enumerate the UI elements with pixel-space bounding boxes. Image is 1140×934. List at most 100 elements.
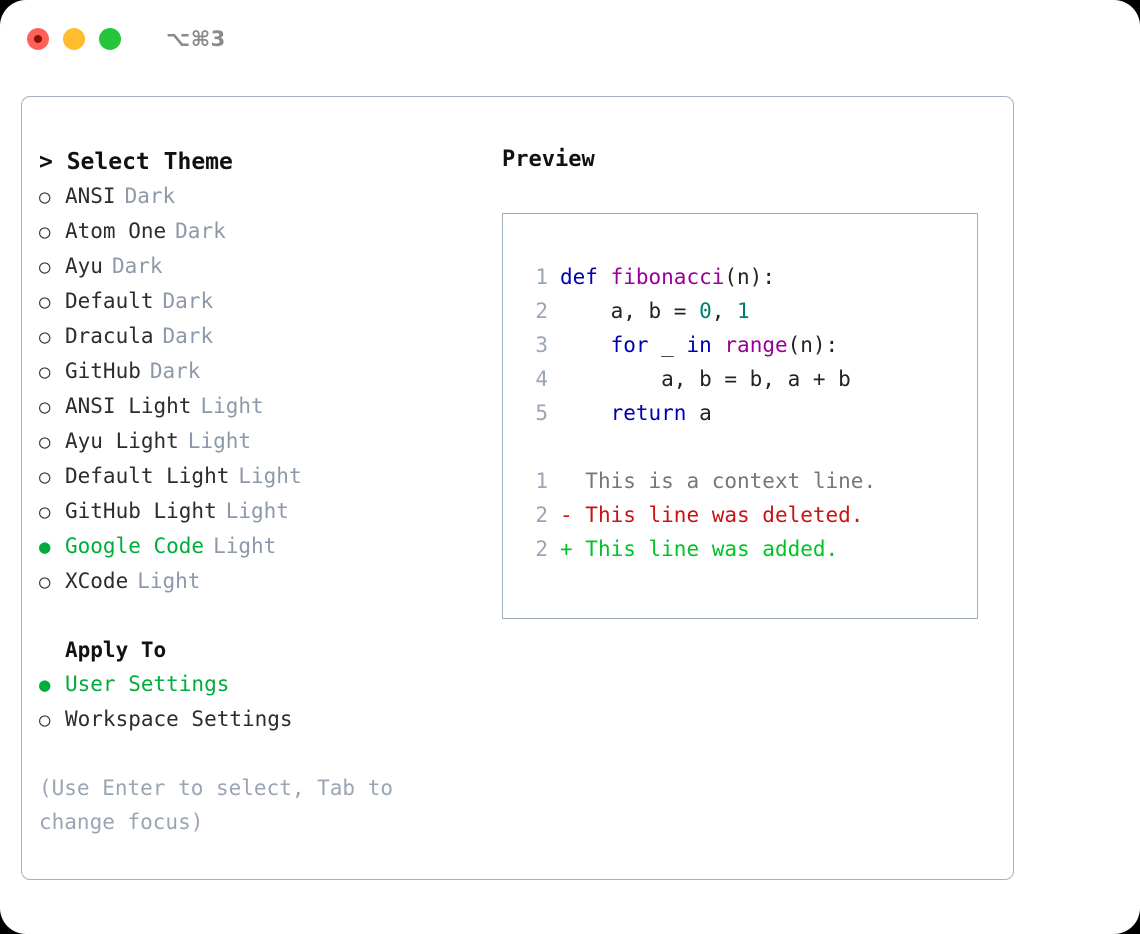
code-line-number: 5	[535, 401, 548, 425]
theme-item-label: Dracula	[65, 324, 154, 348]
theme-list-item[interactable]: ○ GitHub Light Light	[39, 494, 479, 529]
diff-marker	[560, 464, 585, 498]
radio-unselected-icon[interactable]: ○	[39, 291, 51, 313]
theme-item-tag: Light	[187, 429, 252, 453]
theme-list-item[interactable]: ○ ANSI Light Light	[39, 389, 479, 424]
apply-to-item-label: Workspace Settings	[65, 707, 293, 731]
diff-marker: +	[560, 537, 586, 561]
code-line-number: 4	[535, 367, 548, 391]
code-line-text: return a	[560, 396, 712, 430]
window-titlebar: ⌥⌘3	[0, 0, 1140, 78]
apply-to-item[interactable]: ● User Settings	[39, 667, 479, 702]
theme-item-label: XCode	[65, 569, 129, 593]
code-token-plain: _	[648, 333, 687, 357]
radio-selected-icon[interactable]: ●	[39, 536, 51, 558]
theme-item-tag: Dark	[162, 324, 214, 348]
code-line: 5 return a	[516, 396, 876, 430]
theme-item-tag: Light	[225, 499, 289, 523]
theme-item-tag: Light	[213, 534, 277, 558]
theme-item-label: Ayu	[65, 254, 103, 278]
theme-item-label: ANSI Light	[65, 394, 192, 418]
code-token-plain: a	[686, 401, 712, 425]
diff-line-number: 2	[535, 537, 548, 561]
radio-unselected-icon[interactable]: ○	[39, 221, 51, 243]
code-line-number: 3	[535, 333, 548, 357]
theme-item-tag: Dark	[149, 359, 201, 383]
theme-item-label: GitHub Light	[65, 499, 217, 523]
apply-to-section: Apply To ● User Settings ○ Workspace Settin…	[39, 633, 479, 737]
code-token-kw: def	[560, 265, 598, 289]
radio-unselected-icon[interactable]: ○	[39, 571, 51, 593]
diff-line-text: This line was deleted.	[585, 503, 864, 527]
code-token-plain	[560, 401, 611, 425]
code-line: 4 a, b = b, a + b	[516, 362, 876, 396]
apply-to-item-label: User Settings	[65, 672, 230, 696]
theme-item-label: Atom One	[65, 219, 167, 243]
diff-line-number: 1	[535, 469, 548, 493]
diff-line: 2- This line was deleted.	[516, 498, 876, 532]
theme-list-item[interactable]: ○ Dracula Dark	[39, 319, 479, 354]
theme-item-tag: Dark	[124, 184, 176, 208]
code-token-num: 0	[699, 299, 712, 323]
code-line: 2 a, b = 0, 1	[516, 294, 876, 328]
theme-list-item[interactable]: ○ GitHub Dark	[39, 354, 479, 389]
code-line-text: def fibonacci(n):	[560, 260, 775, 294]
theme-list-item[interactable]: ○ Ayu Dark	[39, 249, 479, 284]
code-token-plain: ,	[711, 299, 738, 323]
apply-to-list: ● User Settings ○ Workspace Settings	[39, 667, 479, 737]
radio-unselected-icon[interactable]: ○	[39, 186, 51, 208]
radio-unselected-icon[interactable]: ○	[39, 466, 51, 488]
code-token-kw: in	[686, 333, 712, 357]
code-token-plain	[560, 333, 611, 357]
diff-line-number: 2	[535, 503, 548, 527]
minimize-window-button[interactable]	[63, 28, 85, 50]
code-token-plain: a, b = b, a + b	[560, 367, 851, 391]
code-token-fn: range	[724, 333, 788, 357]
keyboard-hint-text: (Use Enter to select, Tab to change focu…	[39, 776, 394, 834]
radio-unselected-icon[interactable]: ○	[39, 396, 51, 418]
radio-unselected-icon[interactable]: ○	[39, 431, 51, 453]
theme-item-label: GitHub	[65, 359, 141, 383]
theme-item-tag: Dark	[111, 254, 163, 278]
radio-unselected-icon[interactable]: ○	[39, 709, 51, 731]
code-line-text: for _ in range(n):	[560, 328, 839, 362]
zoom-window-button[interactable]	[99, 28, 121, 50]
radio-unselected-icon[interactable]: ○	[39, 326, 51, 348]
theme-item-tag: Light	[200, 394, 264, 418]
code-blank-line	[516, 430, 876, 464]
code-token-plain: (n):	[787, 333, 839, 357]
apply-to-item[interactable]: ○ Workspace Settings	[39, 702, 479, 737]
code-token-plain	[712, 333, 725, 357]
traffic-light-group	[27, 28, 121, 50]
radio-unselected-icon[interactable]: ○	[39, 361, 51, 383]
radio-unselected-icon[interactable]: ○	[39, 256, 51, 278]
radio-selected-icon[interactable]: ●	[39, 674, 51, 696]
code-line-number: 2	[535, 299, 548, 323]
close-window-button[interactable]	[27, 28, 49, 50]
keyboard-shortcut-badge: ⌥⌘3	[166, 27, 226, 51]
code-token-num: 1	[737, 299, 750, 323]
preview-title: Preview	[502, 147, 595, 172]
diff-line-text: This is a context line.	[585, 469, 877, 493]
code-line-text: a, b = 0, 1	[560, 294, 750, 328]
select-theme-heading: > Select Theme	[39, 149, 233, 175]
radio-unselected-icon[interactable]: ○	[39, 501, 51, 523]
theme-item-tag: Dark	[162, 289, 214, 313]
apply-to-heading: Apply To	[65, 638, 167, 662]
diff-line: 1 This is a context line.	[516, 464, 876, 498]
theme-item-label: Ayu Light	[65, 429, 179, 453]
theme-list-item[interactable]: ○ Ayu Light Light	[39, 424, 479, 459]
code-token-kw: return	[610, 401, 687, 425]
